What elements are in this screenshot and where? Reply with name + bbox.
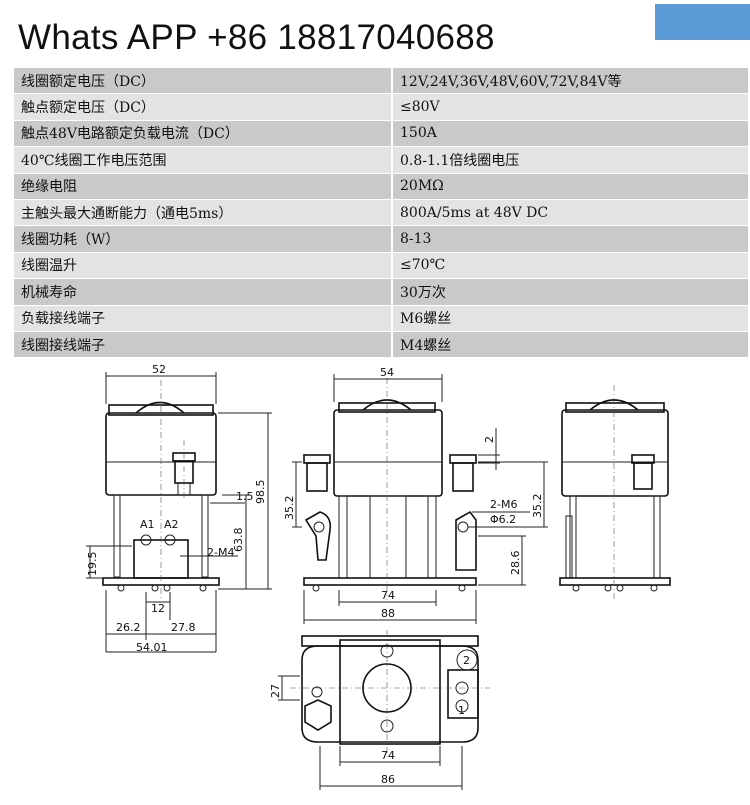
spec-value: M6螺丝 <box>392 305 748 332</box>
spec-value: ≤80V <box>392 93 748 121</box>
header: Whats APP +86 18817040688 <box>0 0 750 70</box>
spec-value: 150A <box>392 120 748 148</box>
spec-table: 线圈额定电压（DC）12V,24V,36V,48V,60V,72V,84V等 触… <box>14 68 748 359</box>
table-row: 线圈额定电压（DC）12V,24V,36V,48V,60V,72V,84V等 <box>14 68 748 95</box>
spec-label: 主触头最大通断能力（通电5ms） <box>14 199 393 227</box>
contact-title: Whats APP +86 18817040688 <box>18 18 495 57</box>
dim-19-5: 19.5 <box>86 552 99 577</box>
spec-label: 触点48V电路额定负载电流（DC） <box>14 120 393 148</box>
spec-value: 30万次 <box>392 278 748 306</box>
dim-98-5: 98.5 <box>254 480 267 505</box>
spec-value: ≤70℃ <box>392 252 748 280</box>
spec-label: 线圈功耗（W） <box>14 225 393 253</box>
spec-value: 8-13 <box>392 225 748 253</box>
spec-label: 触点额定电压（DC） <box>14 93 393 121</box>
coil-terminal-1: 1 <box>458 704 465 717</box>
dim-74-side: 74 <box>381 589 395 602</box>
dim-35-2-left: 35.2 <box>283 496 296 521</box>
label-phi-6-2: Φ6.2 <box>490 513 516 526</box>
top-view: 2 1 27 74 86 <box>269 630 490 790</box>
dim-54-01: 54.01 <box>136 641 168 654</box>
dim-54: 54 <box>380 366 394 379</box>
dim-26-2: 26.2 <box>116 621 141 634</box>
dim-1-5: 1.5 <box>236 490 254 503</box>
label-2-m6: 2-M6 <box>490 498 517 511</box>
dim-52: 52 <box>152 363 166 376</box>
table-row: 线圈温升≤70℃ <box>14 252 748 280</box>
side-view: 54 2 35.2 35.2 2-M6 Φ6.2 28.6 74 88 <box>283 366 548 624</box>
spec-label: 线圈接线端子 <box>14 331 393 359</box>
terminal-a2: A2 <box>164 518 179 531</box>
table-row: 触点48V电路额定负载电流（DC）150A <box>14 120 748 148</box>
spec-value: 12V,24V,36V,48V,60V,72V,84V等 <box>392 68 748 95</box>
spec-value: 800A/5ms at 48V DC <box>392 199 748 227</box>
spec-label: 机械寿命 <box>14 278 393 306</box>
dim-88: 88 <box>381 607 395 620</box>
dim-86: 86 <box>381 773 395 786</box>
spec-label: 绝缘电阻 <box>14 173 393 200</box>
coil-terminal-2: 2 <box>463 654 470 667</box>
front-view: 52 98.5 1.5 63.8 A1 A2 2-M4 19.5 12 26.2… <box>86 363 272 654</box>
spec-label: 线圈额定电压（DC） <box>14 68 393 95</box>
spec-label: 线圈温升 <box>14 252 393 280</box>
spec-label: 负载接线端子 <box>14 305 393 332</box>
dim-28-6: 28.6 <box>509 551 522 576</box>
table-row: 主触头最大通断能力（通电5ms）800A/5ms at 48V DC <box>14 199 748 227</box>
dim-35-2-right: 35.2 <box>531 494 544 519</box>
header-accent-bar <box>655 4 750 40</box>
spec-value: 0.8-1.1倍线圈电压 <box>392 146 748 174</box>
dim-74-top: 74 <box>381 749 395 762</box>
rear-view <box>559 385 671 600</box>
dim-2: 2 <box>483 436 496 443</box>
table-row: 线圈功耗（W）8-13 <box>14 225 748 253</box>
dim-63-8: 63.8 <box>232 528 245 553</box>
dim-27: 27 <box>269 684 282 698</box>
spec-value: 20MΩ <box>392 173 748 200</box>
spec-value: M4螺丝 <box>392 331 748 359</box>
spec-label: 40℃线圈工作电压范围 <box>14 146 393 174</box>
terminal-a1: A1 <box>140 518 155 531</box>
contactor-technical-drawing: 52 98.5 1.5 63.8 A1 A2 2-M4 19.5 12 26.2… <box>86 363 671 790</box>
dim-27-8: 27.8 <box>171 621 196 634</box>
dim-12: 12 <box>151 602 165 615</box>
label-2-m4: 2-M4 <box>207 546 234 559</box>
table-row: 触点额定电压（DC）≤80V <box>14 93 748 121</box>
